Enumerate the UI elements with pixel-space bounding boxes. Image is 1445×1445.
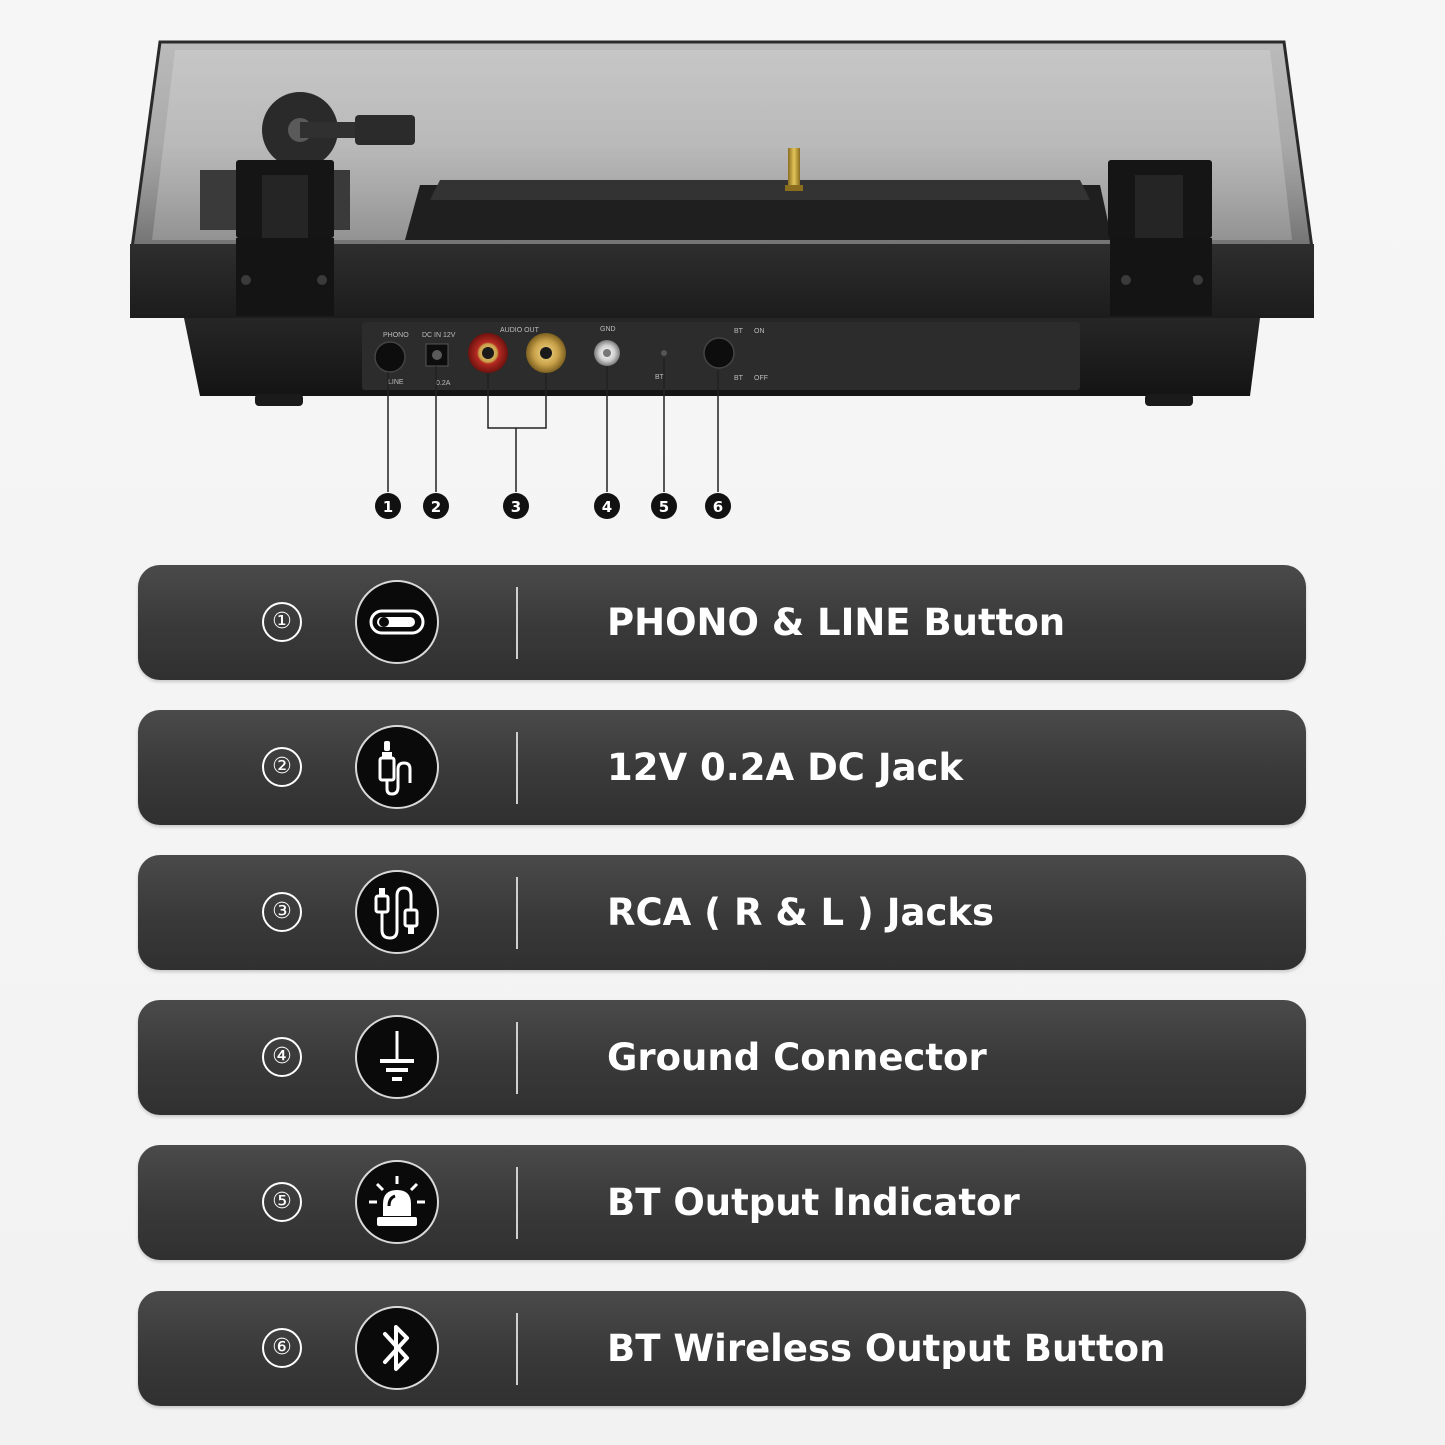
rca-cable-icon bbox=[355, 870, 439, 954]
row-divider bbox=[516, 877, 518, 949]
row-divider bbox=[516, 1022, 518, 1094]
ground-icon bbox=[355, 1015, 439, 1099]
row-divider bbox=[516, 1167, 518, 1239]
callout-leader-lines bbox=[387, 358, 719, 492]
feature-number: ① bbox=[262, 602, 302, 642]
callout-4: 4 bbox=[594, 493, 620, 519]
feature-row-dc-jack: ② 12V 0.2A DC Jack bbox=[138, 710, 1306, 825]
bt-indicator-led bbox=[661, 350, 667, 356]
panel-label-bt-indicator: BT bbox=[655, 374, 665, 381]
callout-5: 5 bbox=[651, 493, 677, 519]
alarm-light-icon bbox=[355, 1160, 439, 1244]
toggle-switch-icon bbox=[355, 580, 439, 664]
feature-label: 12V 0.2A DC Jack bbox=[607, 746, 964, 789]
panel-label-dc-current: 0.2A bbox=[436, 380, 451, 387]
feature-label: PHONO & LINE Button bbox=[607, 601, 1066, 644]
svg-text:5: 5 bbox=[659, 498, 669, 516]
panel-label-dc-in: DC IN 12V bbox=[422, 332, 456, 339]
bt-switch[interactable] bbox=[703, 337, 735, 369]
feature-label: RCA ( R & L ) Jacks bbox=[607, 891, 995, 934]
phono-line-switch[interactable] bbox=[374, 341, 406, 373]
panel-label-off: OFF bbox=[754, 375, 768, 382]
feature-label: Ground Connector bbox=[607, 1036, 987, 1079]
callout-3: 3 bbox=[503, 493, 529, 519]
feature-row-rca: ③ RCA ( R & L ) Jacks bbox=[138, 855, 1306, 970]
callout-6: 6 bbox=[705, 493, 731, 519]
panel-label-audio-out: AUDIO OUT bbox=[500, 327, 540, 334]
feature-row-bt-button: ⑥ BT Wireless Output Button bbox=[138, 1291, 1306, 1406]
svg-text:6: 6 bbox=[713, 498, 723, 516]
panel-label-gnd: GND bbox=[600, 326, 616, 333]
row-divider bbox=[516, 587, 518, 659]
panel-label-bt-off: BT bbox=[734, 375, 744, 382]
panel-label-phono: PHONO bbox=[383, 332, 409, 339]
turntable-svg: PHONO LINE DC IN 12V 0.2A AUDIO OUT GND … bbox=[130, 40, 1314, 519]
feature-label: BT Wireless Output Button bbox=[607, 1327, 1166, 1370]
callout-1: 1 bbox=[375, 493, 401, 519]
feature-row-phono-line: ① PHONO & LINE Button bbox=[138, 565, 1306, 680]
turntable-rear-illustration: PHONO LINE DC IN 12V 0.2A AUDIO OUT GND … bbox=[0, 0, 1445, 540]
feature-number: ⑥ bbox=[262, 1328, 302, 1368]
panel-label-line: LINE bbox=[388, 379, 404, 386]
svg-text:1: 1 bbox=[383, 498, 393, 516]
feature-label: BT Output Indicator bbox=[607, 1181, 1020, 1224]
svg-text:3: 3 bbox=[511, 498, 521, 516]
audio-jack-icon bbox=[355, 725, 439, 809]
row-divider bbox=[516, 1313, 518, 1385]
feature-number: ⑤ bbox=[262, 1182, 302, 1222]
feature-row-bt-indicator: ⑤ BT Output Indicator bbox=[138, 1145, 1306, 1260]
feature-row-ground: ④ Ground Connector bbox=[138, 1000, 1306, 1115]
svg-text:2: 2 bbox=[431, 498, 441, 516]
svg-text:4: 4 bbox=[602, 498, 612, 516]
panel-label-on: ON bbox=[754, 328, 765, 335]
feature-number: ② bbox=[262, 747, 302, 787]
spindle bbox=[788, 148, 800, 188]
row-divider bbox=[516, 732, 518, 804]
bluetooth-icon bbox=[355, 1306, 439, 1390]
callout-2: 2 bbox=[423, 493, 449, 519]
panel-label-bt-on: BT bbox=[734, 328, 744, 335]
feature-number: ④ bbox=[262, 1037, 302, 1077]
feature-number: ③ bbox=[262, 892, 302, 932]
